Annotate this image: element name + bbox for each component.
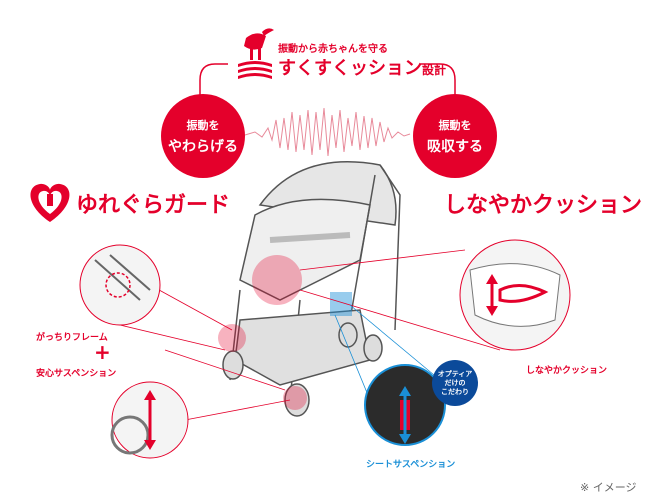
heart-guard-icon	[30, 183, 70, 222]
bubble-line1: 振動を	[186, 118, 220, 132]
header-title: すくすくッション設計	[278, 54, 446, 80]
bubble-line2: 吸収する	[427, 138, 483, 155]
connector-right	[420, 63, 456, 95]
seat-suspension-detail-circle	[364, 364, 446, 446]
stroller-illustration	[222, 161, 401, 417]
badge-line1: オプティア	[437, 369, 473, 378]
sukusuku-logo-icon	[238, 28, 274, 79]
cushion-highlight	[252, 255, 302, 305]
badge-line3: こだわり	[441, 387, 469, 396]
yuregura-guard-heading: ゆれぐらガード	[76, 193, 231, 218]
optia-exclusive-badge: オプティア だけの こだわり	[432, 360, 478, 406]
image-note: ※ イメージ	[580, 481, 637, 494]
seat-suspension-label: シートサスペンション	[366, 460, 456, 470]
cushion-detail-circle	[459, 239, 571, 351]
suspension-detail-circle	[110, 381, 189, 459]
cushion-label: しなやかクッション	[526, 366, 608, 376]
header-tagline: 振動から赤ちゃんを守る	[278, 44, 388, 55]
seat-suspension-highlight	[330, 292, 352, 316]
frame-detail-circle	[79, 244, 161, 326]
soften-vibration-bubble: 振動を やわらげる	[161, 94, 245, 178]
header-title-main: すくすくッション	[278, 58, 422, 79]
header-title-suffix: 設計	[422, 63, 447, 77]
shinayaka-cushion-heading: しなやかクッション	[444, 193, 643, 218]
bubble-line1: 振動を	[438, 118, 472, 132]
absorb-vibration-bubble: 振動を 吸収する	[413, 94, 497, 178]
frame-label: がっちりフレーム	[36, 333, 108, 343]
badge-line2: だけの	[444, 378, 466, 387]
frame-highlight	[218, 324, 246, 352]
suspension-label: 安心サスペンション	[36, 369, 117, 379]
bubble-line2: やわらげる	[168, 138, 238, 155]
plus-sign: +	[94, 340, 111, 364]
vibration-wave	[244, 107, 411, 157]
connector-left	[199, 63, 228, 95]
wheel-highlight	[283, 386, 307, 410]
